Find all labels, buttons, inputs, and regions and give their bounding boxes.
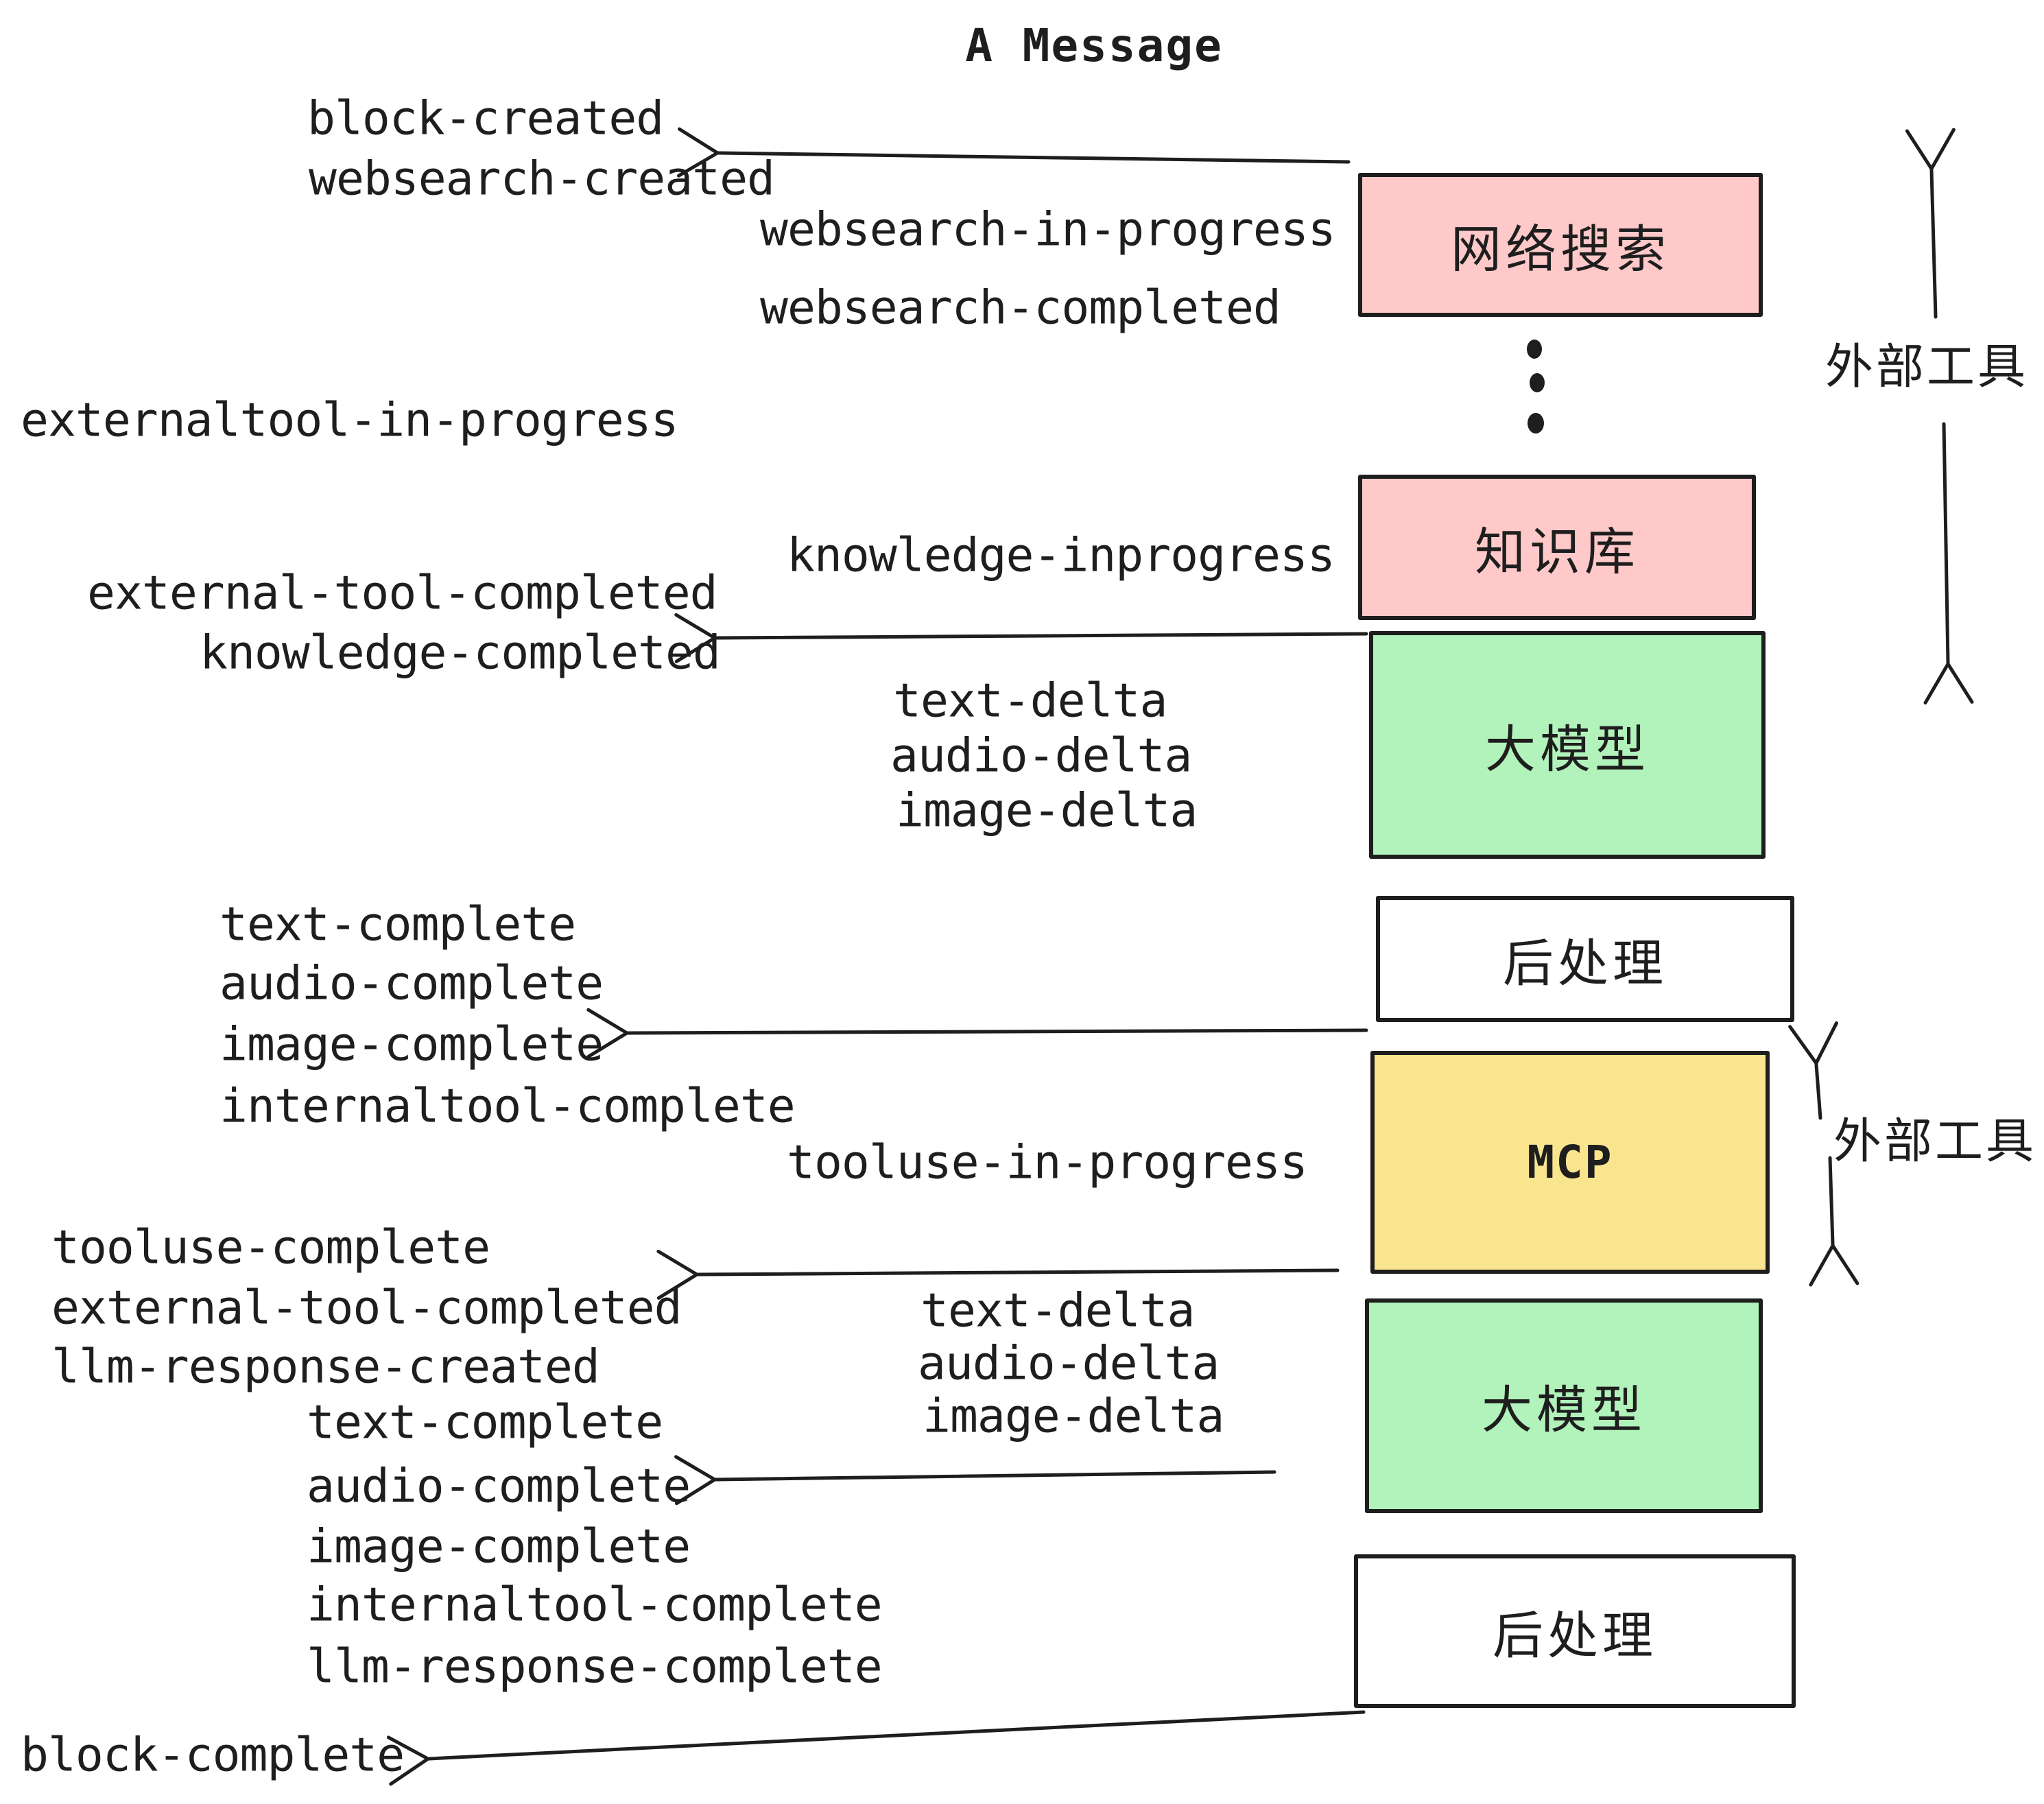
arrow-tooluse-complete [656, 1249, 1340, 1300]
box-llm-2-label: 大模型 [1482, 1381, 1646, 1440]
external-tools-arrow-up [1905, 128, 1956, 319]
label-internaltool-complete-2: internaltool-complete [307, 1578, 883, 1633]
mcp-external-arrow-down [1809, 1156, 1859, 1287]
box-postprocess-2: 后处理 [1354, 1554, 1796, 1708]
label-image-complete-2: image-complete [307, 1519, 691, 1574]
box-websearch: 网络搜索 [1358, 173, 1763, 317]
box-mcp-label: MCP [1527, 1136, 1613, 1189]
box-postprocess-1-label: 后处理 [1503, 934, 1667, 993]
label-audio-complete-1: audio-complete [219, 956, 604, 1011]
label-text-complete-2: text-complete [307, 1395, 663, 1450]
arrow-image-complete [586, 1008, 1368, 1058]
box-llm-2: 大模型 [1365, 1298, 1763, 1513]
box-knowledge-label: 知识库 [1475, 522, 1639, 582]
arrow-knowledge-completed [674, 613, 1368, 663]
label-image-delta-2: image-delta [923, 1389, 1224, 1444]
label-external-tool-completed-1: external-tool-completed [87, 566, 718, 621]
label-image-complete-1: image-complete [219, 1017, 604, 1072]
label-text-delta-2: text-delta [920, 1283, 1195, 1338]
box-llm-1: 大模型 [1369, 631, 1766, 859]
label-externaltool-in-progress: externaltool-in-progress [21, 393, 679, 448]
label-block-complete: block-complete [21, 1728, 405, 1783]
label-tooluse-complete: tooluse-complete [51, 1220, 490, 1275]
box-knowledge: 知识库 [1358, 475, 1756, 620]
label-text-complete-1: text-complete [219, 897, 576, 952]
label-websearch-in-progress: websearch-in-progress [760, 202, 1336, 257]
label-websearch-created: websearch-created [309, 152, 775, 206]
arrow-audio-complete [674, 1455, 1276, 1506]
box-llm-1-label: 大模型 [1485, 720, 1650, 779]
box-postprocess-2-label: 后处理 [1493, 1606, 1657, 1665]
mcp-external-arrow-up [1788, 1021, 1838, 1120]
box-mcp: MCP [1370, 1051, 1770, 1274]
label-image-delta-1: image-delta [896, 783, 1198, 838]
label-tooluse-in-progress: tooluse-in-progress [787, 1135, 1308, 1190]
label-audio-delta-2: audio-delta [918, 1336, 1220, 1391]
arrow-block-created [677, 127, 1351, 178]
label-audio-complete-2: audio-complete [307, 1459, 691, 1514]
label-knowledge-completed: knowledge-completed [200, 626, 721, 680]
label-text-delta-1: text-delta [893, 674, 1167, 728]
label-audio-delta-1: audio-delta [890, 728, 1192, 783]
external-tools-arrow-down [1923, 422, 1974, 705]
box-postprocess-1: 后处理 [1376, 896, 1794, 1022]
label-llm-response-complete: llm-response-complete [307, 1639, 883, 1694]
ellipsis-dots [1527, 340, 1545, 434]
label-internaltool-complete-1: internaltool-complete [219, 1079, 796, 1134]
box-websearch-label: 网络搜索 [1451, 219, 1670, 279]
external-tools-label-top: 外部工具 [1822, 328, 2031, 398]
label-llm-response-created: llm-response-created [51, 1340, 600, 1394]
label-knowledge-inprogress: knowledge-inprogress [787, 528, 1335, 583]
external-tools-label-mid: 外部工具 [1833, 1113, 2036, 1170]
arrow-block-complete [386, 1710, 1366, 1786]
label-websearch-completed: websearch-completed [760, 281, 1281, 335]
diagram-title: A Message [965, 19, 1223, 72]
label-block-created: block-created [307, 91, 664, 146]
label-external-tool-completed-2: external-tool-completed [51, 1281, 682, 1336]
